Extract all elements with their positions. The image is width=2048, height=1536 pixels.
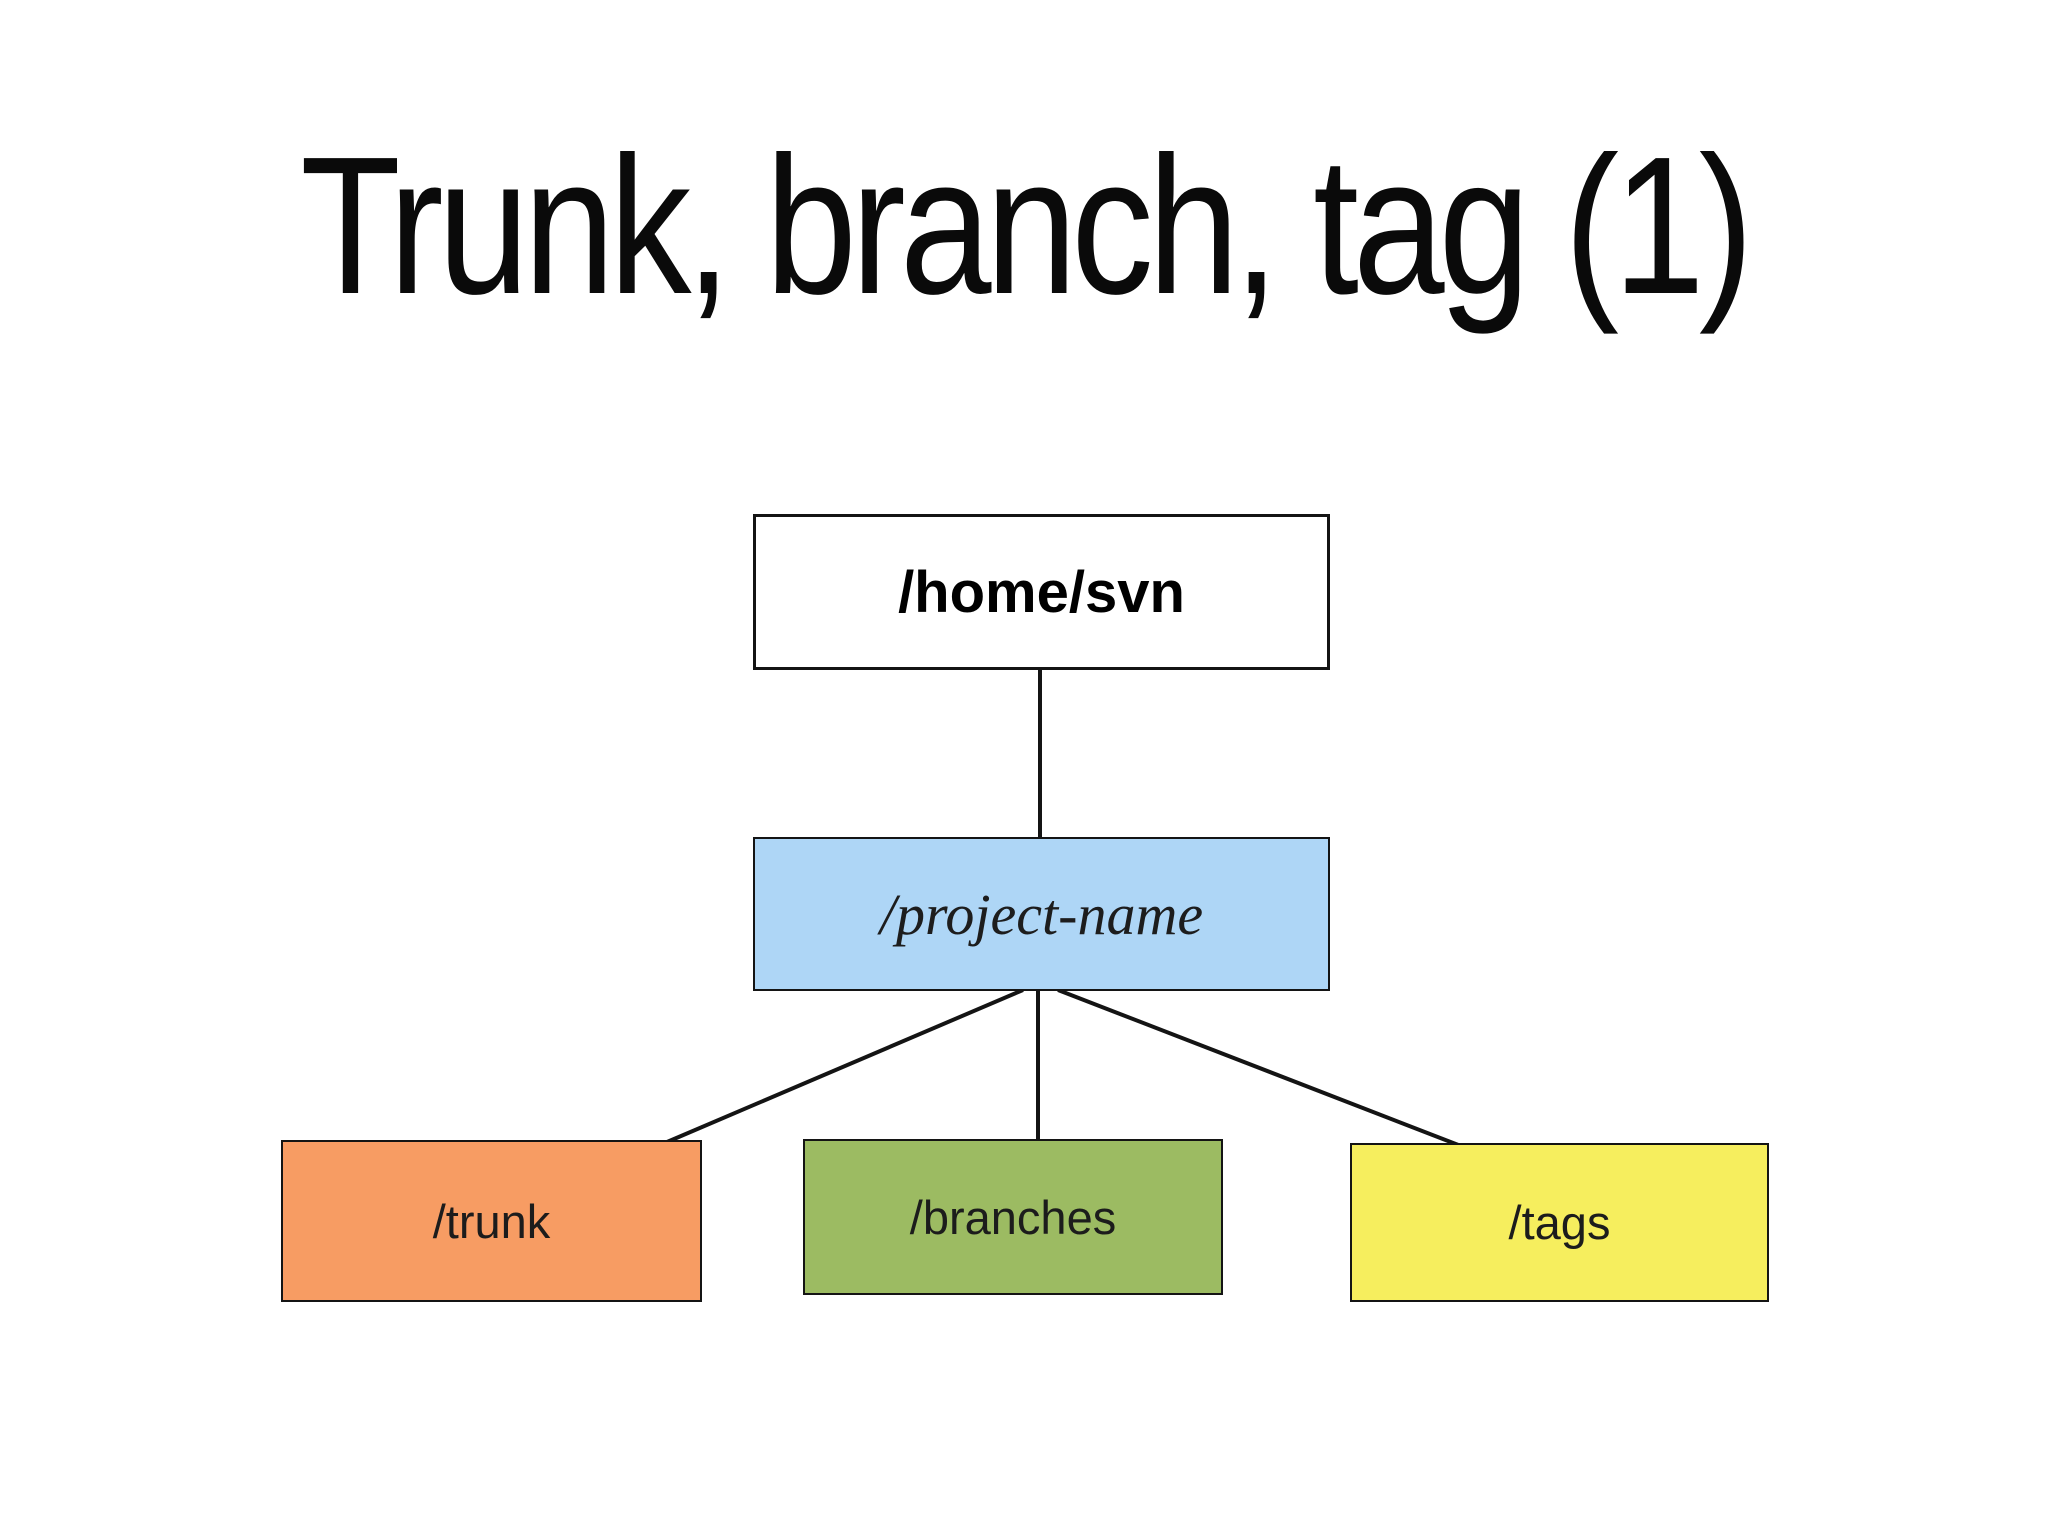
- node-home-svn-label: /home/svn: [898, 559, 1185, 625]
- node-project-name: /project-name: [753, 837, 1330, 991]
- slide-title: Trunk, branch, tag (1): [300, 116, 1753, 335]
- edge-project-trunk: [666, 988, 1024, 1144]
- node-tags-label: /tags: [1508, 1196, 1611, 1249]
- node-tags: /tags: [1350, 1143, 1769, 1302]
- node-home-svn: /home/svn: [753, 514, 1330, 670]
- node-trunk-label: /trunk: [432, 1194, 551, 1248]
- node-project-name-label: /project-name: [879, 881, 1204, 947]
- node-trunk: /trunk: [281, 1140, 702, 1302]
- edge-project-tags: [1057, 988, 1462, 1148]
- node-branches-label: /branches: [909, 1190, 1117, 1244]
- node-branches: /branches: [803, 1139, 1223, 1295]
